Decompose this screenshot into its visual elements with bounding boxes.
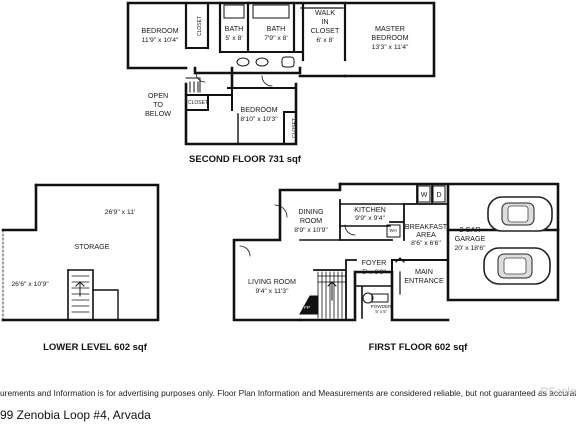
fireplace-label: FP: [304, 305, 310, 310]
dining-label-1: DINING: [298, 207, 324, 216]
bath-b-label: BATH: [267, 24, 286, 33]
main-entrance-label-2: ENTRANCE: [404, 276, 444, 285]
fireplace-shape: [299, 295, 319, 315]
main-entrance-label-1: MAIN: [415, 267, 433, 276]
master-label-1: MASTER: [375, 24, 405, 33]
car-bottom: [483, 247, 551, 285]
address-text: 99 Zenobia Loop #4, Arvada: [0, 408, 151, 422]
bedroom-b-size: 8'10" x 10'3": [240, 116, 278, 123]
bedroom-b-label: BEDROOM: [240, 105, 277, 114]
door-swings: [195, 72, 356, 257]
kitchen-label: KITCHEN: [354, 205, 386, 214]
stair-top: [185, 77, 201, 93]
lower-level-walls: [1, 183, 160, 322]
bedroom-a-label: BEDROOM: [141, 26, 178, 35]
master-size: 13'3" x 11'4": [372, 44, 409, 51]
storage-size-1: 26'9" x 11': [105, 209, 136, 216]
dining-label-2: ROOM: [300, 216, 322, 225]
breakfast-label-1: BREAKFAST: [405, 222, 448, 231]
first-floor-title: FIRST FLOOR 602 sqf: [369, 342, 469, 353]
living-size: 9'4" x 11'3": [256, 288, 290, 295]
first-floor-fixtures: [362, 185, 446, 304]
bath-a-size: 5' x 8': [225, 35, 242, 42]
open-below-2: TO: [153, 100, 163, 109]
car-top: [487, 196, 553, 232]
storage-label: STORAGE: [74, 242, 109, 251]
closet-b-label: CLOSET: [188, 100, 208, 106]
garage-label-2: GARAGE: [455, 234, 486, 243]
walk-in-label-1: WALK: [315, 8, 335, 17]
dryer-label: D: [436, 192, 441, 199]
living-label: LIVING ROOM: [248, 277, 296, 286]
foyer-label: FOYER: [362, 258, 387, 267]
closet-c-label: CLOSET: [292, 118, 298, 138]
lower-level-title: LOWER LEVEL 602 sqf: [43, 342, 148, 353]
bath-fixtures: [223, 4, 344, 68]
bath-a-label: BATH: [225, 24, 244, 33]
walk-in-label-3: CLOSET: [311, 26, 340, 35]
closet-a-label: CLOSET: [197, 16, 203, 36]
bath-b-size: 7'9" x 8': [264, 35, 288, 42]
disclaimer-text: urements and Information is for advertis…: [0, 388, 576, 398]
powder-size: 5' x 5': [375, 309, 386, 314]
walk-in-label-2: IN: [321, 17, 328, 26]
second-floor-title: SECOND FLOOR 731 sqf: [189, 154, 302, 165]
breakfast-label-2: AREA: [416, 230, 436, 239]
kitchen-size: 9'9" x 9'4": [355, 215, 385, 222]
water-heater-label: WH: [389, 228, 396, 233]
foyer-size: 5' x 6'9": [362, 269, 386, 276]
first-floor-stairs: [317, 271, 347, 319]
watermark-text: REcolo: [540, 386, 576, 398]
walk-in-size: 6' x 8': [316, 37, 333, 44]
breakfast-size: 8'6" x 6'6": [411, 240, 441, 247]
powder-label: POWDER: [371, 304, 392, 309]
garage-label-1: 2 CAR: [459, 225, 480, 234]
bedroom-a-size: 11'9" x 10'4": [142, 37, 179, 44]
second-floor-walls: [126, 1, 436, 146]
open-below-3: BELOW: [145, 109, 171, 118]
garage-size: 20' x 18'6": [454, 245, 486, 252]
storage-size-2: 26'6" x 10'9": [11, 281, 49, 288]
master-label-2: BEDROOM: [371, 33, 408, 42]
dining-size: 8'9" x 10'9": [294, 227, 328, 234]
washer-label: W: [421, 192, 428, 199]
open-below-1: OPEN: [148, 91, 168, 100]
